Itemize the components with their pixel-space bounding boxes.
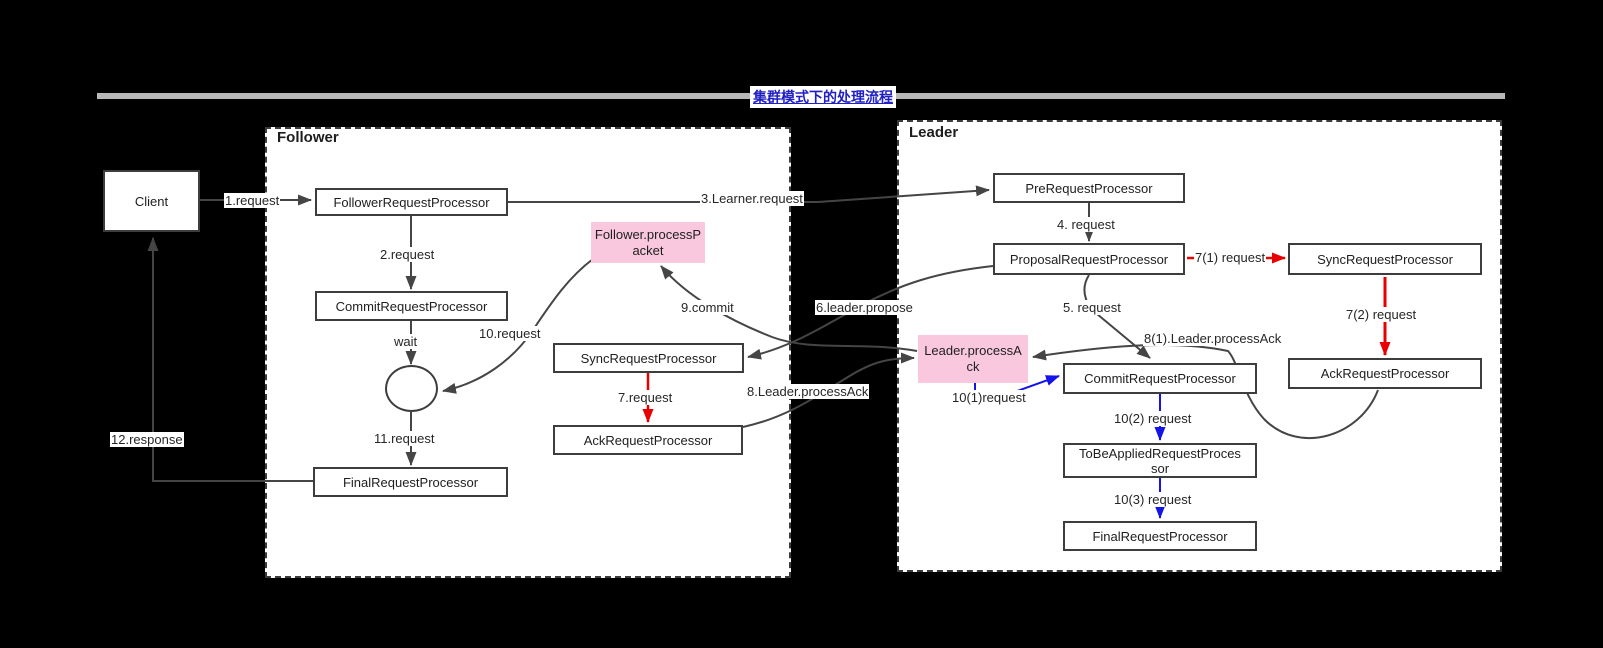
- leader-tobe-applied-processor-box: ToBeAppliedRequestProcessor: [1063, 443, 1257, 478]
- leader-commit-processor-box: CommitRequestProcessor: [1063, 363, 1257, 394]
- edge-label-4-request: 4. request: [1056, 217, 1116, 232]
- edge-label-12-response: 12.response: [110, 432, 184, 447]
- client-box: Client: [103, 170, 200, 232]
- arrow-12-response: [147, 237, 313, 482]
- edge-label-7-1-request: 7(1) request: [1194, 250, 1267, 265]
- edge-label-7-2-request: 7(2) request: [1345, 307, 1418, 322]
- edge-label-1-request: 1.request: [224, 193, 281, 208]
- edge-label-6-leader-propose: 6.leader.propose: [815, 300, 914, 315]
- edge-label-10-request: 10.request: [478, 326, 542, 341]
- edge-label-7-request: 7.request: [617, 390, 674, 405]
- follower-sync-processor-box: SyncRequestProcessor: [553, 343, 744, 373]
- edge-label-11-request: 11.request: [373, 431, 436, 446]
- leader-final-processor-box: FinalRequestProcessor: [1063, 521, 1257, 551]
- follower-final-processor-box: FinalRequestProcessor: [313, 467, 508, 497]
- arrow-9-commit: [660, 265, 918, 352]
- wait-state-circle: [385, 365, 438, 412]
- edge-label-3-learner-request: 3.Learner.request: [700, 191, 804, 206]
- arrow-8-leader-processack: [742, 352, 915, 428]
- edge-label-wait: wait: [393, 334, 419, 349]
- leader-container-title: Leader: [909, 124, 959, 141]
- edge-label-8-1-leader-processack: 8(1).Leader.processAck: [1143, 331, 1283, 346]
- follower-process-packet-box: Follower.processPacket: [591, 222, 705, 263]
- edge-label-10-3-request: 10(3) request: [1113, 492, 1193, 507]
- edge-label-9-commit: 9.commit: [680, 300, 735, 315]
- leader-pre-processor-box: PreRequestProcessor: [993, 173, 1185, 203]
- arrow-3-learner-request: [508, 185, 990, 203]
- page-title: 集群模式下的处理流程: [750, 86, 896, 108]
- leader-sync-processor-box: SyncRequestProcessor: [1288, 243, 1482, 275]
- edge-label-10-2-request: 10(2) request: [1113, 411, 1193, 426]
- edge-label-10-1-request: 10(1)request: [951, 390, 1027, 405]
- follower-container-title: Follower: [277, 129, 339, 146]
- leader-ack-processor-box: AckRequestProcessor: [1288, 358, 1482, 389]
- follower-commit-processor-box: CommitRequestProcessor: [315, 291, 508, 321]
- follower-request-processor-box: FollowerRequestProcessor: [315, 188, 508, 216]
- edge-label-8-leader-processack: 8.Leader.processAck: [746, 384, 870, 399]
- edge-label-5-request: 5. request: [1062, 300, 1122, 315]
- leader-process-ack-box: Leader.processAck: [918, 335, 1028, 383]
- leader-proposal-processor-box: ProposalRequestProcessor: [993, 243, 1185, 275]
- follower-ack-processor-box: AckRequestProcessor: [553, 425, 743, 455]
- edge-label-2-request: 2.request: [379, 247, 436, 262]
